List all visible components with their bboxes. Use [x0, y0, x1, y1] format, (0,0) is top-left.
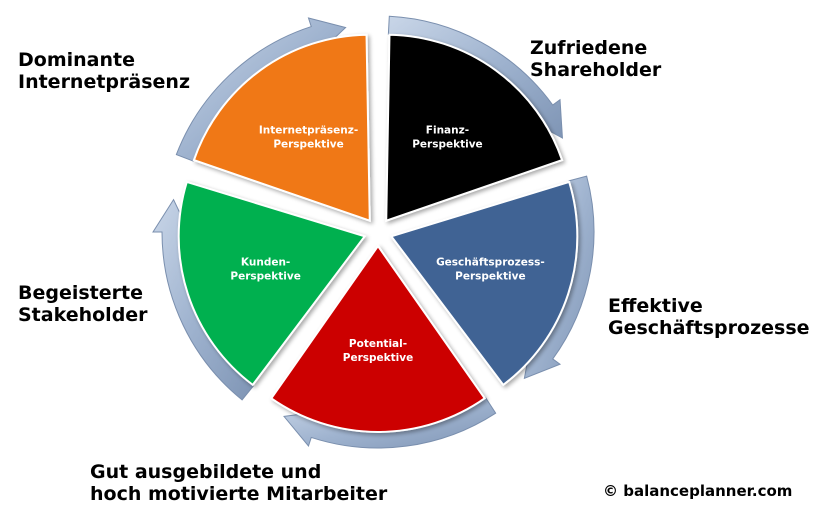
segment-label-line: Finanz-	[426, 124, 469, 136]
label-line: Dominante	[18, 49, 135, 71]
segment-label-line: Kunden-	[241, 257, 290, 269]
segment-label-prozess: Geschäftsprozess- Perspektive	[436, 257, 545, 283]
segment-label-line: Internetpräsenz-	[259, 124, 358, 136]
segment-prozess	[389, 180, 579, 387]
segment-label-line: Perspektive	[273, 138, 343, 150]
label-gut-ausgebildete-mitarbeiter: Gut ausgebildete und hoch motivierte Mit…	[90, 461, 387, 505]
copyright-text: © balanceplanner.com	[603, 482, 793, 500]
label-line: Stakeholder	[18, 304, 148, 326]
segment-internet	[192, 33, 371, 223]
segment-potential	[269, 244, 487, 433]
segment-label-line: Perspektive	[455, 271, 525, 283]
segment-label-line: Geschäftsprozess-	[436, 257, 545, 269]
label-effektive-geschaeftsprozesse: Effektive Geschäftsprozesse	[608, 295, 810, 339]
label-line: Zufriedene	[530, 37, 648, 59]
segment-label-internet: Internetpräsenz- Perspektive	[259, 124, 358, 150]
segment-label-potential: Potential- Perspektive	[343, 338, 413, 364]
label-dominante-internetpraesenz: Dominante Internetpräsenz	[18, 49, 190, 93]
label-line: Geschäftsprozesse	[608, 317, 810, 339]
perspective-segments: Finanz-PerspektiveGeschäftsprozess-Persp…	[177, 33, 579, 433]
label-line: Gut ausgebildete und	[90, 461, 322, 483]
segment-kunden	[177, 180, 367, 387]
segment-label-finanz: Finanz- Perspektive	[412, 124, 482, 150]
segment-label-line: Perspektive	[230, 271, 300, 283]
segment-label-line: Perspektive	[412, 138, 482, 150]
segment-label-kunden: Kunden- Perspektive	[230, 257, 300, 283]
segment-label-line: Potential-	[349, 338, 407, 350]
label-zufriedene-shareholder: Zufriedene Shareholder	[530, 37, 661, 81]
segment-label-line: Perspektive	[343, 352, 413, 364]
label-line: Begeisterte	[18, 282, 143, 304]
label-line: hoch motivierte Mitarbeiter	[90, 483, 388, 505]
label-line: Internetpräsenz	[18, 71, 191, 93]
label-line: Effektive	[608, 295, 703, 317]
label-begeisterte-stakeholder: Begeisterte Stakeholder	[18, 282, 148, 326]
segment-finanz	[385, 33, 564, 223]
label-line: Shareholder	[530, 59, 662, 81]
